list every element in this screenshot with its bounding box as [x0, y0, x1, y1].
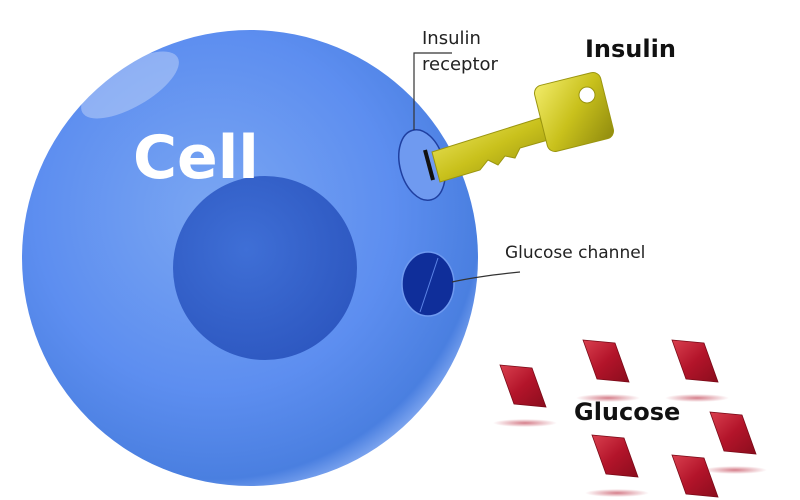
glucose-shadow — [703, 466, 767, 474]
glucose-body — [709, 411, 757, 455]
glucose-body — [671, 454, 719, 498]
glucose-body — [499, 364, 547, 408]
glucose-label: Glucose — [574, 398, 680, 426]
channel-leader-line — [451, 271, 521, 283]
channel-body — [401, 251, 455, 317]
cell-label: Cell — [133, 123, 259, 193]
glucose-shadow — [493, 419, 557, 427]
glucose-shadow — [585, 489, 649, 497]
glucose-body — [591, 434, 639, 478]
glucose-molecule-icon — [671, 454, 719, 498]
glucose-molecule-icon — [576, 339, 640, 402]
glucose-shadow — [576, 394, 640, 402]
key-blade — [431, 117, 549, 183]
glucose-shadow — [665, 394, 729, 402]
glucose-channel-label: Glucose channel — [505, 243, 645, 263]
key-hole — [578, 86, 596, 104]
receptor-leader-line — [413, 52, 452, 130]
glucose-molecule-icon — [703, 411, 767, 474]
insulin-receptor-label-line1: Insulin — [422, 28, 481, 49]
glucose-molecule-icon — [585, 434, 649, 497]
cell: Cell — [22, 30, 478, 486]
insulin-receptor-label-line2: receptor — [422, 54, 499, 75]
glucose-molecule-icon — [665, 339, 729, 402]
glucose-body — [671, 339, 719, 383]
nucleus — [173, 176, 357, 360]
glucose-molecules — [493, 339, 767, 498]
receptor-slot — [423, 149, 435, 181]
glucose-channel: Glucose channel — [401, 243, 645, 317]
insulin-label: Insulin — [585, 35, 676, 63]
glucose-body — [582, 339, 630, 383]
insulin-key-icon: Insulin — [431, 35, 676, 183]
insulin-receptor: Insulin receptor — [398, 28, 499, 201]
channel-slit — [419, 257, 439, 313]
cell-highlight — [81, 51, 179, 119]
glucose-molecule-icon — [493, 364, 557, 427]
